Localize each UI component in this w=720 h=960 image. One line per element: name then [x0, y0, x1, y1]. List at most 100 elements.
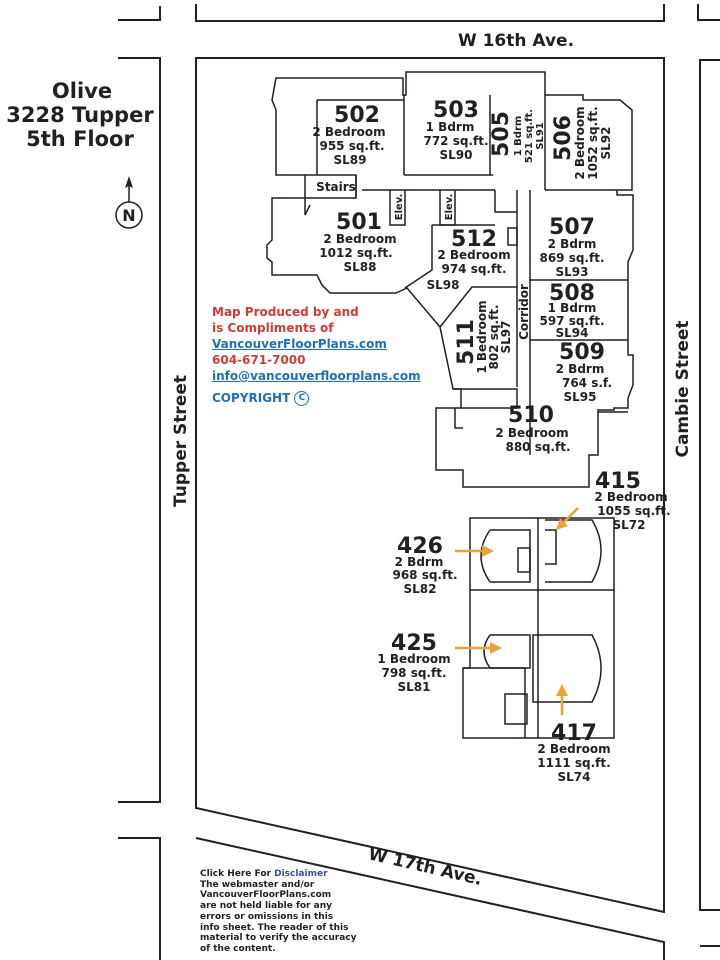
- svg-text:2 Bedroom: 2 Bedroom: [495, 426, 568, 440]
- svg-text:869 sq.ft.: 869 sq.ft.: [539, 251, 604, 265]
- unit-510[interactable]: 510 2 Bedroom 880 sq.ft.: [495, 403, 570, 454]
- site-boundary: [195, 57, 665, 914]
- arrow-425: [455, 642, 502, 654]
- stairs-label: Stairs: [316, 180, 356, 194]
- svg-text:425: 425: [391, 631, 437, 656]
- unit-506[interactable]: 506 2 Bedroom 1052 sq.ft. SL92: [551, 106, 613, 179]
- disclaimer-line: info sheet. The reader of this: [200, 922, 349, 933]
- unit-507[interactable]: 507 2 Bdrm 869 sq.ft. SL93: [539, 215, 604, 279]
- website-link[interactable]: VancouverFloorPlans.com: [212, 337, 387, 351]
- svg-text:501: 501: [336, 210, 382, 235]
- svg-text:1 Bdrm: 1 Bdrm: [548, 301, 597, 315]
- svg-text:2 Bdrm: 2 Bdrm: [556, 362, 605, 376]
- svg-text:2 Bedroom: 2 Bedroom: [437, 248, 510, 262]
- svg-text:426: 426: [397, 534, 443, 559]
- svg-text:2 Bdrm: 2 Bdrm: [395, 555, 444, 569]
- svg-text:1 Bdrm: 1 Bdrm: [513, 116, 524, 157]
- svg-text:SL81: SL81: [398, 680, 431, 694]
- unit-415[interactable]: 415 2 Bedroom 1055 sq.ft. SL72: [594, 469, 670, 532]
- unit-505[interactable]: 505 1 Bdrm 521 sq.ft. SL91: [489, 109, 546, 163]
- svg-text:2 Bedroom: 2 Bedroom: [537, 742, 610, 756]
- svg-text:1055 sq.ft.: 1055 sq.ft.: [597, 504, 670, 518]
- svg-text:SL98: SL98: [427, 278, 460, 292]
- unit-417[interactable]: 417 2 Bedroom 1111 sq.ft. SL74: [537, 721, 610, 784]
- block-outline-w: [118, 57, 161, 803]
- corridor-label: Corridor: [517, 284, 531, 340]
- unit-503[interactable]: 503 1 Bdrm 772 sq.ft. SL90: [423, 98, 488, 162]
- svg-text:510: 510: [508, 403, 554, 428]
- street-north: W 16th Ave.: [458, 31, 574, 51]
- credit-line-1: Map Produced by and: [212, 305, 359, 319]
- svg-text:512: 512: [451, 227, 497, 252]
- disclaimer-line: errors or omissions in this: [200, 911, 334, 922]
- svg-text:1111 sq.ft.: 1111 sq.ft.: [537, 756, 610, 770]
- svg-text:509: 509: [559, 340, 605, 365]
- street-east: Cambie Street: [673, 320, 693, 457]
- compass-label: N: [122, 206, 135, 225]
- svg-text:2 Bedroom: 2 Bedroom: [573, 106, 587, 179]
- svg-text:SL92: SL92: [599, 127, 613, 160]
- svg-text:SL74: SL74: [558, 770, 591, 784]
- svg-text:597 sq.ft.: 597 sq.ft.: [539, 314, 604, 328]
- disclaimer-link[interactable]: Disclaimer: [274, 869, 328, 879]
- disclaimer-line: are not held liable for any: [200, 901, 332, 912]
- phone-number: 604-671-7000: [212, 353, 306, 367]
- townhouse-walls: [462, 517, 615, 739]
- email-link[interactable]: info@vancouverfloorplans.com: [212, 369, 421, 383]
- disclaimer-heading: Click Here For Disclaimer: [200, 869, 375, 880]
- copyright-icon: C: [294, 391, 310, 406]
- svg-text:2 Bedroom: 2 Bedroom: [323, 232, 396, 246]
- pointer-arrows: [455, 507, 579, 715]
- compass-icon: N: [115, 176, 143, 229]
- unit-512[interactable]: 512 2 Bedroom 974 sq.ft. SL98: [427, 227, 511, 292]
- street-west: Tupper Street: [171, 375, 191, 507]
- svg-text:417: 417: [551, 721, 597, 746]
- unit-508[interactable]: 508 1 Bdrm 597 sq.ft. SL94: [539, 281, 604, 340]
- block-outline-n: [195, 4, 665, 22]
- arrow-415: [556, 507, 579, 530]
- svg-text:2 Bedroom: 2 Bedroom: [312, 125, 385, 139]
- block-outline-e: [699, 59, 720, 911]
- svg-text:SL82: SL82: [404, 582, 437, 596]
- svg-text:SL89: SL89: [334, 153, 367, 167]
- credit-block: Map Produced by and is Compliments of Va…: [212, 304, 421, 406]
- elevator-label-2: Elev.: [444, 194, 455, 221]
- svg-text:506: 506: [551, 115, 576, 161]
- building-walls: [266, 71, 634, 488]
- arrow-426: [455, 545, 494, 557]
- svg-text:503: 503: [433, 98, 479, 123]
- disclaimer-line: material to verify the accuracy: [200, 933, 357, 944]
- unit-425[interactable]: 425 1 Bedroom 798 sq.ft. SL81: [377, 631, 450, 694]
- copyright-notice: COPYRIGHT C: [212, 390, 421, 406]
- building-name: Olive: [52, 79, 112, 103]
- disclaimer-line: The webmaster and/or: [200, 879, 315, 890]
- svg-text:1 Bedroom: 1 Bedroom: [377, 652, 450, 666]
- svg-text:SL93: SL93: [556, 265, 589, 279]
- svg-text:955 sq.ft.: 955 sq.ft.: [319, 139, 384, 153]
- unit-511[interactable]: 511 1 Bedroom 802 sq.ft. SL97: [454, 300, 513, 373]
- disclaimer-line: of the content.: [200, 943, 276, 954]
- unit-509[interactable]: 509 2 Bdrm 764 s.f. SL95: [556, 340, 612, 404]
- svg-text:2 Bedroom: 2 Bedroom: [594, 490, 667, 504]
- svg-text:802 sq.ft.: 802 sq.ft.: [487, 304, 501, 369]
- block-outline-ne: [697, 4, 720, 21]
- svg-text:511: 511: [454, 319, 479, 365]
- svg-text:SL97: SL97: [499, 321, 513, 354]
- svg-text:798 sq.ft.: 798 sq.ft.: [381, 666, 446, 680]
- street-south: W 17th Ave.: [366, 844, 484, 890]
- svg-text:SL94: SL94: [556, 326, 589, 340]
- unit-426[interactable]: 426 2 Bdrm 968 sq.ft. SL82: [392, 534, 457, 596]
- copyright-label: COPYRIGHT: [212, 391, 291, 405]
- svg-text:772 sq.ft.: 772 sq.ft.: [423, 134, 488, 148]
- unit-502[interactable]: 502 2 Bedroom 955 sq.ft. SL89: [312, 103, 385, 167]
- svg-text:880 sq.ft.: 880 sq.ft.: [505, 440, 570, 454]
- svg-text:502: 502: [334, 103, 380, 128]
- svg-text:2 Bdrm: 2 Bdrm: [548, 237, 597, 251]
- unit-501[interactable]: 501 2 Bedroom 1012 sq.ft. SL88: [319, 210, 396, 274]
- block-outline-s: [195, 837, 665, 960]
- svg-text:1 Bedroom: 1 Bedroom: [475, 300, 489, 373]
- svg-text:415: 415: [595, 469, 641, 494]
- disclaimer-line: VancouverFloorPlans.com: [200, 890, 332, 901]
- svg-text:764 s.f.: 764 s.f.: [562, 376, 612, 390]
